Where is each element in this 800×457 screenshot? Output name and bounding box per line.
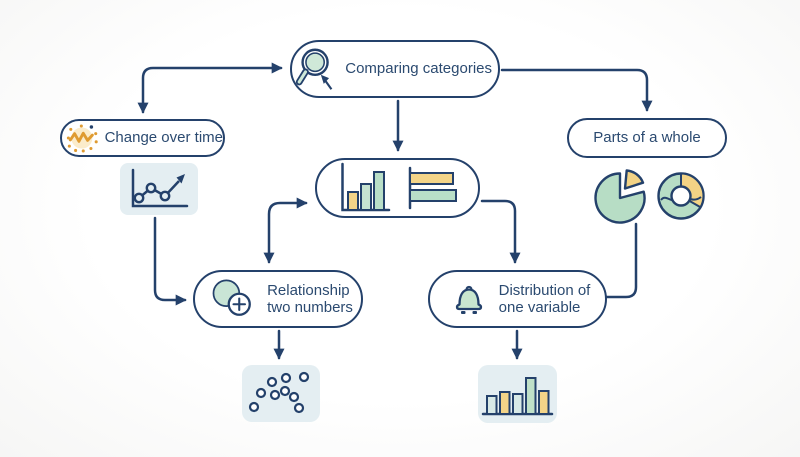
node-change-over-time: Change over time [60,119,225,157]
arrow-charttypes-to-distribution [480,199,521,264]
horizontal-bar-chart-icon [408,166,457,210]
histogram-glyph [481,377,554,416]
node-distribution-one-variable: Distribution of one variable [428,270,607,328]
donut-chart-glyph [657,172,705,220]
arrow-relationship-and-charttypes [263,197,308,264]
distribution-label-line2: one variable [498,299,581,316]
pie-chart-glyph [594,169,646,224]
relationship-label-line2: two numbers [267,299,353,316]
arrow-comparing-to-parts [500,68,653,112]
node-relationship-two-numbers: Relationship two numbers [193,270,363,328]
histogram-icon [478,365,557,423]
relationship-label-line1: Relationship [267,281,350,299]
change-over-time-label: Change over time [104,129,223,147]
line-chart-glyph [131,168,189,208]
pie-chart-icon [593,169,649,229]
magnifier-icon [295,48,333,90]
overlapping-circles-plus-icon [212,279,251,316]
squiggle-line-icon [66,124,98,153]
donut-chart-icon [655,171,707,227]
parts-of-a-whole-label: Parts of a whole [593,129,701,147]
arrow-change-and-comparing [137,62,283,114]
node-parts-of-a-whole: Parts of a whole [567,118,727,158]
scatter-plot-icon [242,365,320,422]
node-chart-type-examples [315,158,480,218]
vertical-bar-chart-icon [340,162,390,212]
scatter-plot-glyph [248,371,310,414]
line-pie-to-distribution [604,222,638,299]
bell-icon [455,285,482,314]
line-chart-icon [120,163,198,215]
comparing-categories-label: Comparing categories [345,60,492,78]
arrow-linechart-to-relationship [153,216,187,306]
distribution-label-line1: Distribution of [498,281,591,299]
node-comparing-categories: Comparing categories [290,40,500,98]
